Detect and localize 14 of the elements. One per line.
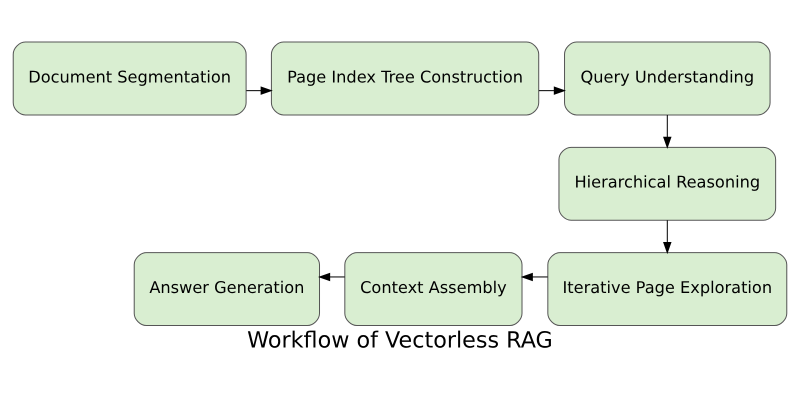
arrow (246, 86, 273, 95)
arrow (520, 272, 548, 282)
node-box: Hierarchical Reasoning (558, 146, 776, 221)
arrow (663, 220, 672, 254)
node-box: Iterative Page Exploration (547, 252, 788, 326)
arrow (663, 115, 672, 149)
node-box: Page Index Tree Construction (270, 42, 540, 116)
diagram-title: Workflow of Vectorless RAG (247, 327, 553, 354)
node-box: Answer Generation (134, 252, 320, 326)
arrow (318, 272, 345, 282)
node-box: Document Segmentation (12, 42, 247, 116)
node-box: Query Understanding (564, 42, 771, 116)
node-box: Context Assembly (344, 252, 523, 326)
arrow (538, 86, 566, 95)
